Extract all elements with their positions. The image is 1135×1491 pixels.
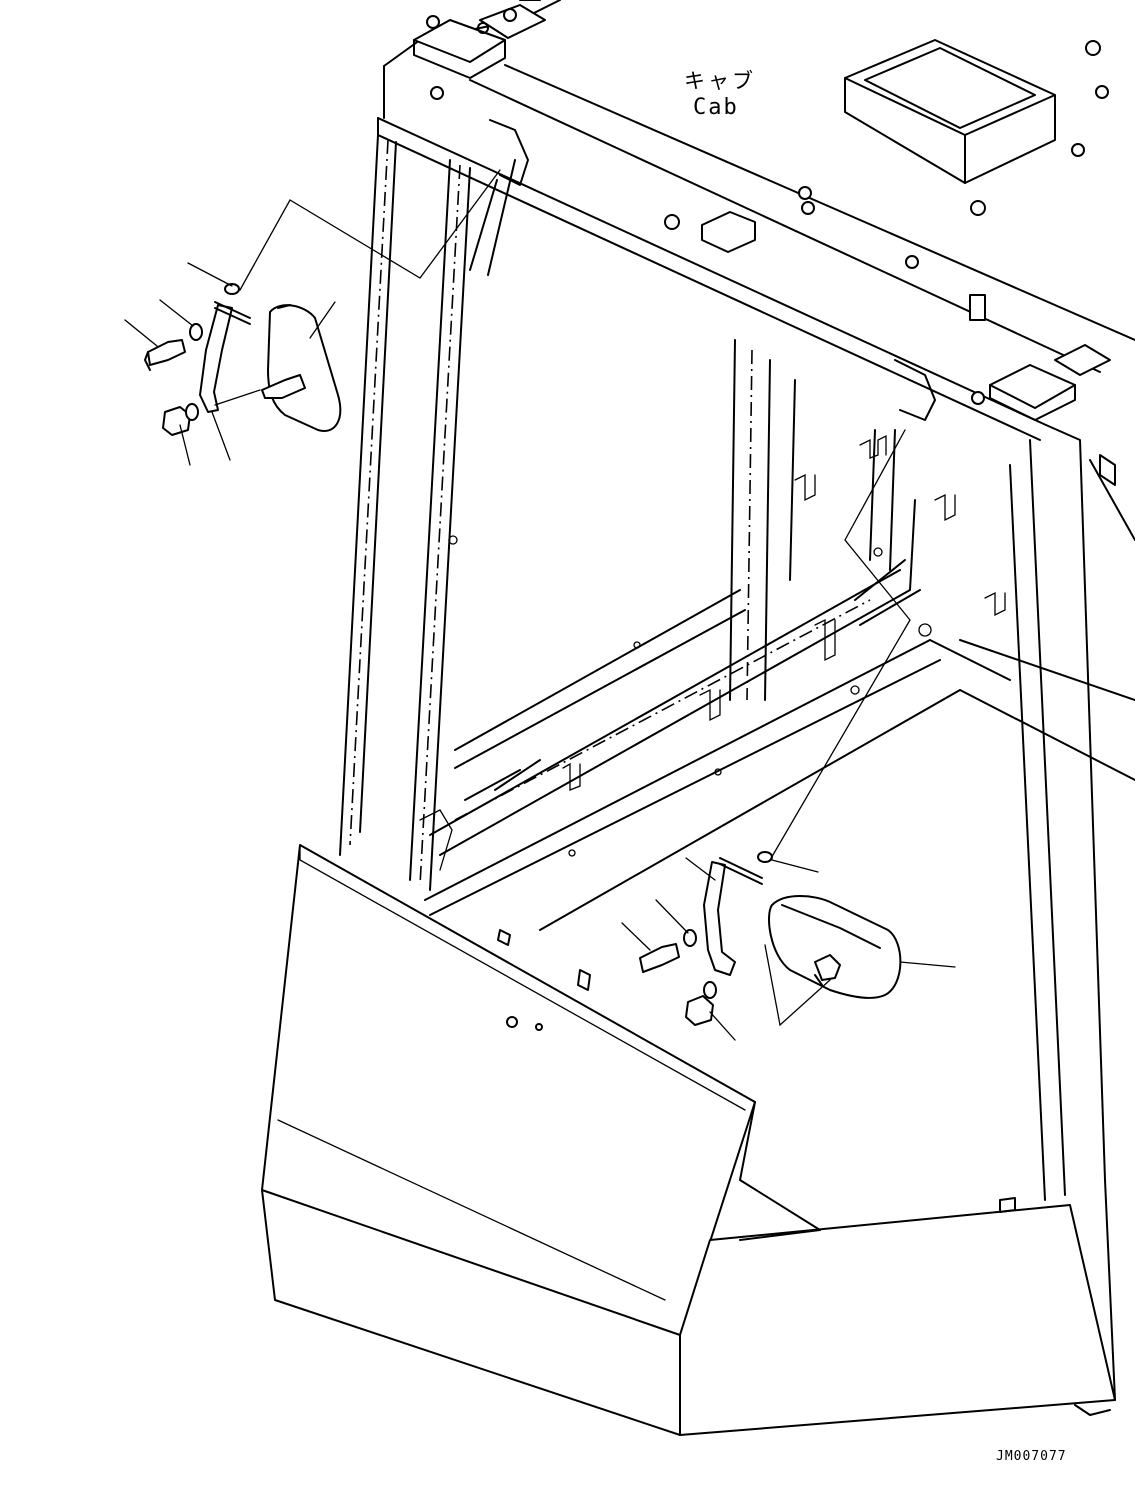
right-mirror-washer bbox=[683, 929, 697, 947]
left-mirror-stem bbox=[261, 374, 306, 399]
front-lower-panel bbox=[261, 844, 756, 1436]
left-mirror-bracket bbox=[199, 304, 233, 413]
cab-label-japanese: キャブ bbox=[684, 69, 756, 93]
right-mirror-stem bbox=[814, 954, 841, 981]
left-mirror-nut bbox=[162, 406, 191, 436]
roof-fittings bbox=[413, 4, 1116, 486]
right-mirror-assembly bbox=[621, 429, 956, 1041]
side-lower-panel bbox=[679, 1101, 1116, 1436]
left-mirror-assembly bbox=[124, 169, 501, 466]
right-mirror-nut bbox=[685, 995, 714, 1026]
right-mirror-bracket bbox=[703, 861, 736, 976]
drawing-number: JM007077 bbox=[996, 1449, 1067, 1464]
cab-frame bbox=[339, 0, 1135, 1401]
left-mirror-washer bbox=[189, 323, 203, 341]
cab-label-english: Cab bbox=[693, 95, 739, 120]
left-mirror-lock-washer bbox=[224, 283, 240, 295]
left-mirror-body bbox=[267, 304, 342, 432]
right-mirror-body bbox=[768, 895, 902, 999]
right-mirror-bolt bbox=[639, 943, 680, 973]
harness-clips bbox=[419, 434, 1006, 871]
left-mirror-bolt bbox=[147, 339, 186, 366]
